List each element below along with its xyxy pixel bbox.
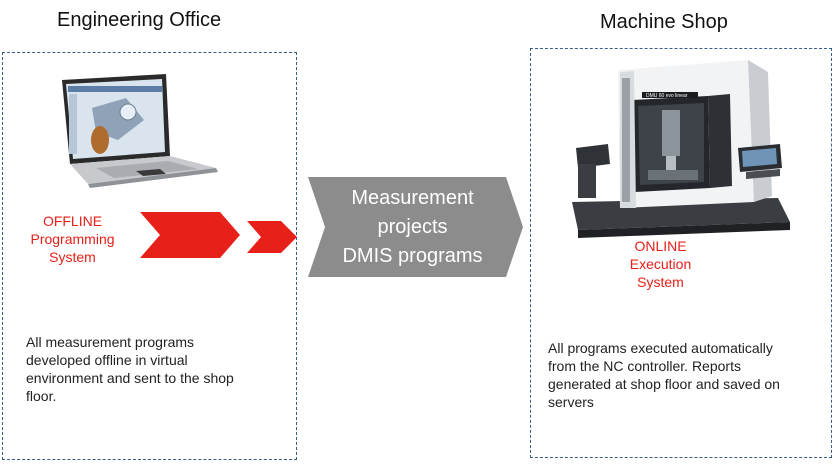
laptop-icon <box>62 74 218 188</box>
red-chevron-arrow-small <box>247 221 297 253</box>
offline-description: All measurement programs developed offli… <box>26 334 234 404</box>
red-chevron-arrow-large <box>140 212 240 258</box>
measurement-projects-label: Measurement projects DMIS programs <box>342 187 483 267</box>
engineering-office-title: Engineering Office <box>57 9 222 31</box>
offline-system-label: OFFLINE Programming System <box>30 213 115 265</box>
cnc-machine-icon: DMU 60 evo linear <box>572 60 790 238</box>
measurement-projects-arrow <box>308 177 523 277</box>
online-description: All programs executed automatically from… <box>548 340 780 410</box>
machine-shop-panel <box>530 48 832 458</box>
engineering-office-panel <box>2 52 297 460</box>
machine-brand-text: DMU 60 evo linear <box>646 93 688 99</box>
online-system-label: ONLINE Execution System <box>629 238 692 290</box>
machine-shop-title: Machine Shop <box>600 11 728 33</box>
